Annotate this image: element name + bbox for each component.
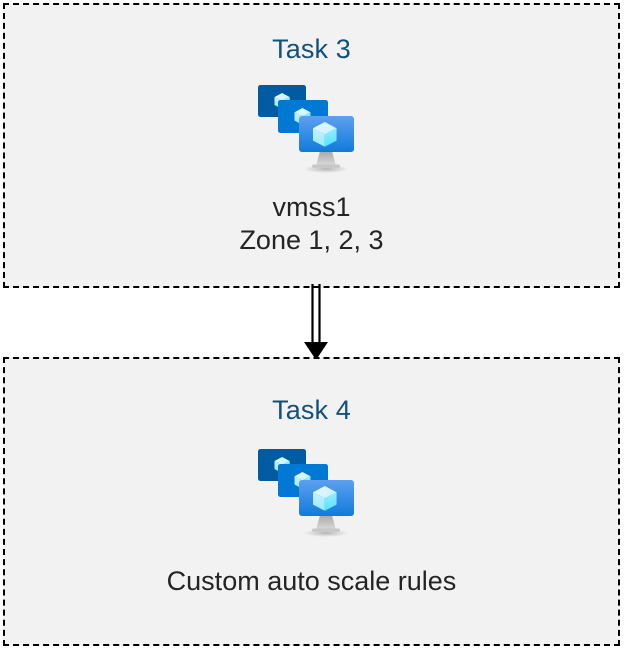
vmss-stand	[311, 515, 340, 532]
task-4-caption-line-1: Custom auto scale rules	[166, 566, 457, 596]
connector-arrow-task3-to-task4	[304, 284, 328, 360]
task-box-task-3[interactable]: Task 3	[3, 3, 620, 288]
task-3-caption-line-1: vmss1	[272, 192, 351, 222]
task-3-title: Task 3	[272, 34, 351, 64]
task-3-caption: vmss1 Zone 1, 2, 3	[239, 191, 383, 257]
azure-vm-scale-set-icon	[257, 85, 354, 174]
vmss-stand	[311, 151, 340, 168]
vmss-screen-front	[298, 480, 354, 516]
task-box-task-4[interactable]: Task 4	[3, 357, 620, 646]
task-4-caption: Custom auto scale rules	[167, 565, 457, 598]
task-4-title: Task 4	[272, 395, 351, 425]
azure-vm-scale-set-icon	[257, 449, 354, 538]
vmss-screen-front	[298, 116, 354, 152]
task-3-caption-line-2: Zone 1, 2, 3	[239, 224, 384, 255]
